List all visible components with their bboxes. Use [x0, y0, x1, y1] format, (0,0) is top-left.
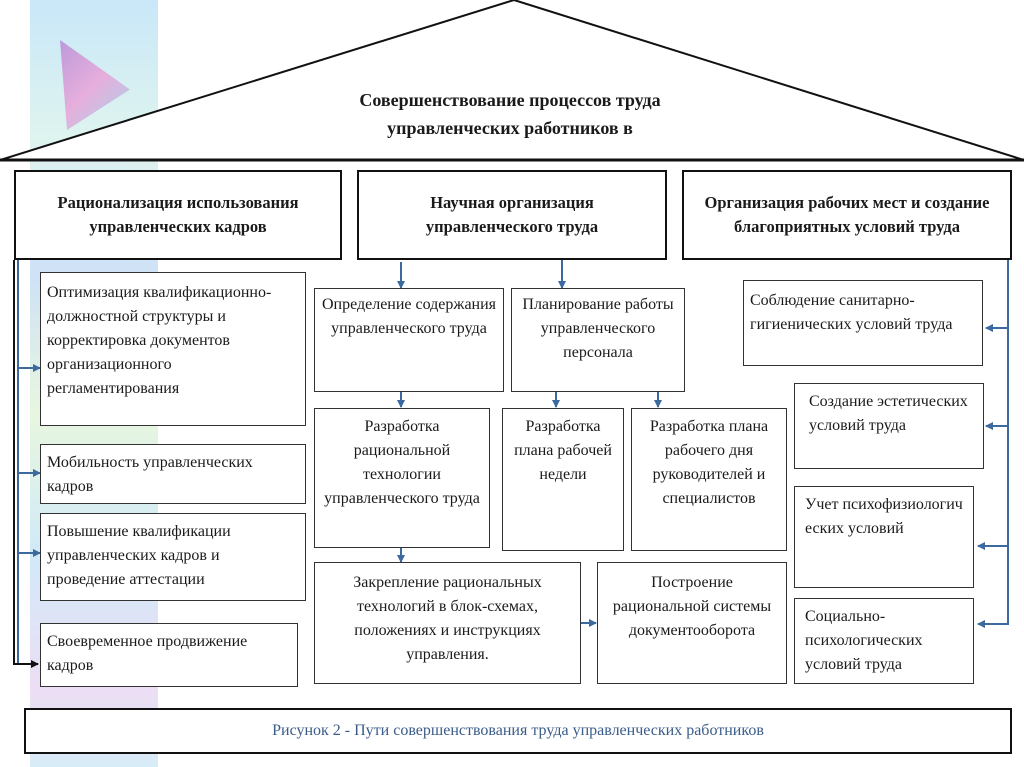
left-item-qualification: Повышение квалификации управленческих ка… — [40, 513, 306, 601]
right-item-psychophysiological: Учет психофизиологических условий — [794, 486, 974, 588]
right-item-sanitary: Соблюдение санитарно-гигиенических услов… — [743, 280, 983, 366]
right-item-aesthetic: Создание эстетических условий труда — [794, 383, 984, 469]
title-line-2: управленческих работников в — [387, 118, 633, 138]
middle-item-tech-dev: Разработка рациональной технологии управ… — [314, 408, 490, 548]
middle-item-planning: Планирование работы управленческого перс… — [511, 288, 685, 392]
title-line-1: Совершенствование процессов труда — [359, 90, 661, 110]
middle-item-docflow: Построение рациональной системы документ… — [597, 562, 787, 684]
figure-caption: Рисунок 2 - Пути совершенствования труда… — [24, 708, 1012, 754]
left-item-promotion: Своевременное продвижение кадров — [40, 623, 298, 687]
middle-item-fixing: Закрепление рациональных технологий в бл… — [314, 562, 581, 684]
right-column-header: Организация рабочих мест и создание благ… — [682, 170, 1012, 260]
left-column-header: Рационализация использования управленчес… — [14, 170, 342, 260]
middle-item-week-plan: Разработка плана рабочей недели — [502, 408, 624, 551]
right-item-sociopsychological: Социально-психологических условий труда — [794, 598, 974, 684]
diagram-title: Совершенствование процессов труда управл… — [200, 86, 820, 142]
left-item-mobility: Мобильность управленческих кадров — [40, 444, 306, 504]
middle-column-header: Научная организация управленческого труд… — [357, 170, 667, 260]
left-item-optimization: Оптимизация квалификационно-должностной … — [40, 272, 306, 426]
middle-item-day-plan: Разработка плана рабочего дня руководите… — [631, 408, 787, 551]
middle-item-definition: Определение содержания управленческого т… — [314, 288, 504, 392]
